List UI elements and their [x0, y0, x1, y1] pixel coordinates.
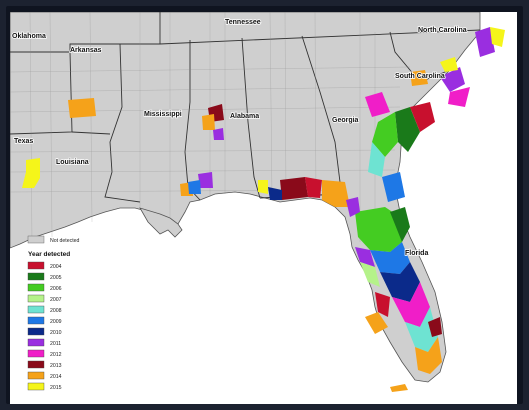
legend-swatch-2014	[27, 371, 45, 380]
label-south-carolina: South Carolina	[395, 73, 445, 80]
label-north-carolina: North Carolina	[418, 27, 467, 34]
legend-swatch-2012	[27, 349, 45, 358]
legend-label-2004: 2004	[50, 264, 62, 270]
legend-label-2008: 2008	[50, 308, 62, 314]
map-legend: Not detected Year detected 2004200520062…	[27, 235, 80, 391]
legend-swatch-2010	[27, 327, 45, 336]
legend-swatch-2005	[27, 272, 45, 281]
legend-swatch-2007	[27, 294, 45, 303]
legend-label-2006: 2006	[50, 286, 62, 292]
legend-label-2013: 2013	[50, 363, 62, 369]
legend-swatch-2009	[27, 316, 45, 325]
map-panel: Oklahoma Arkansas Tennessee North Caroli…	[10, 12, 517, 404]
legend-swatch-2011	[27, 338, 45, 347]
label-georgia: Georgia	[332, 117, 359, 124]
label-tennessee: Tennessee	[225, 19, 261, 26]
label-mississippi: Mississippi	[144, 111, 182, 118]
detected-counties	[22, 27, 505, 392]
detection-map: Oklahoma Arkansas Tennessee North Caroli…	[10, 12, 505, 404]
legend-swatch-2004	[27, 261, 45, 270]
gulf-water	[10, 252, 350, 404]
legend-swatch-2015	[27, 382, 45, 391]
legend-label-2007: 2007	[50, 297, 62, 303]
legend-label-2011: 2011	[50, 341, 61, 347]
legend-swatch-2006	[27, 283, 45, 292]
legend-swatch-2013	[27, 360, 45, 369]
legend-items: 2004 2005 2006 2007 2008 2009 2010 2011 2012 2013…	[27, 261, 62, 391]
legend-swatch-2008	[27, 305, 45, 314]
label-alabama: Alabama	[230, 113, 259, 120]
label-florida: Florida	[405, 250, 428, 257]
louisiana-delta	[139, 207, 183, 238]
legend-label-2014: 2014	[50, 374, 62, 380]
legend-label-2015: 2015	[50, 385, 62, 391]
legend-label-2005: 2005	[50, 275, 62, 281]
label-arkansas: Arkansas	[70, 47, 102, 54]
legend-label-2009: 2009	[50, 319, 62, 325]
label-oklahoma: Oklahoma	[12, 33, 46, 40]
county-grid	[10, 12, 411, 272]
legend-label-2010: 2010	[50, 330, 62, 336]
label-texas: Texas	[14, 138, 33, 145]
legend-swatch-not-detected	[27, 235, 45, 244]
legend-title: Year detected	[28, 251, 70, 258]
legend-label-2012: 2012	[50, 352, 62, 358]
legend-label-not-detected: Not detected	[50, 238, 80, 244]
label-louisiana: Louisiana	[56, 159, 89, 166]
